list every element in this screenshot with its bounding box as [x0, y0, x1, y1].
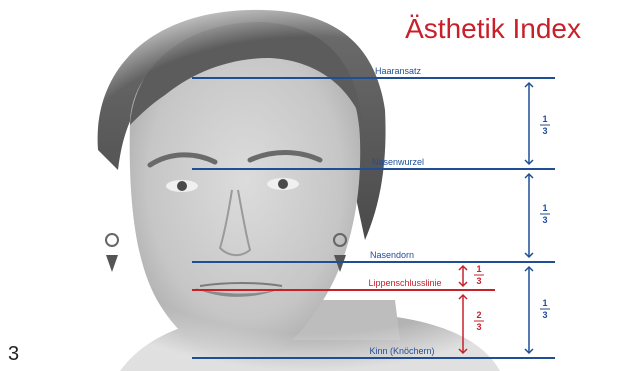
middle-third-num: 1: [542, 203, 547, 213]
slide-title: Ästhetik Index: [405, 12, 581, 46]
lower-lip-fraction: 2 3: [474, 310, 484, 332]
lower-third-num: 1: [542, 298, 547, 308]
lower-lip-den: 3: [476, 322, 481, 332]
lower-third-fraction: 1 3: [540, 298, 550, 320]
upper-lip-den: 3: [476, 276, 481, 286]
nasion-label: Nasenwurzel: [372, 157, 424, 167]
upper-third-den: 3: [542, 126, 547, 136]
upper-lip-fraction: 1 3: [474, 264, 484, 286]
lower-lip-num: 2: [476, 310, 481, 320]
hairline-label: Haaransatz: [375, 66, 422, 76]
chin-label: Kinn (Knöchern): [369, 346, 434, 356]
middle-third-fraction: 1 3: [540, 203, 550, 225]
lower-third-den: 3: [542, 310, 547, 320]
nasal-spine-label: Nasendorn: [370, 250, 414, 260]
lip-closure-label: Lippenschlusslinie: [368, 278, 441, 288]
upper-third-num: 1: [542, 114, 547, 124]
upper-third-fraction: 1 3: [540, 114, 550, 136]
page-number: 3: [8, 342, 19, 366]
upper-lip-num: 1: [476, 264, 481, 274]
middle-third-den: 3: [542, 215, 547, 225]
